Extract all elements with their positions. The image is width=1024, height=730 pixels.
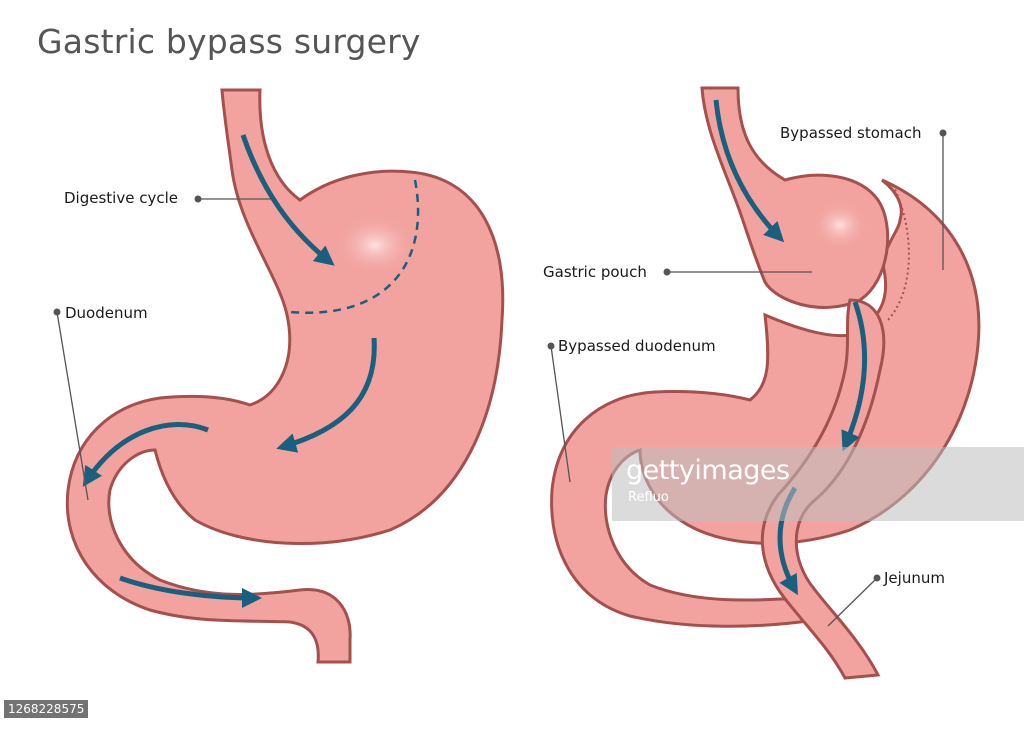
leader-bypassed-duodenum bbox=[550, 345, 571, 483]
pouch-cut-line bbox=[289, 179, 420, 314]
flow-arrow-esophagus bbox=[240, 134, 335, 266]
flow-arrow-jejunum-upper bbox=[841, 301, 868, 452]
leader-jejunum bbox=[827, 577, 878, 627]
leader-dot bbox=[873, 574, 881, 582]
label-duodenum: Duodenum bbox=[65, 304, 148, 322]
label-bypassed-duodenum: Bypassed duodenum bbox=[558, 337, 716, 355]
leader-dot bbox=[194, 195, 202, 203]
leader-duodenum bbox=[56, 311, 89, 501]
flow-arrow-stomach bbox=[276, 337, 377, 453]
leader-dot bbox=[547, 342, 555, 350]
watermark-logo: gettyimages bbox=[626, 455, 790, 486]
watermark-credit: Refluo bbox=[628, 490, 669, 505]
stock-id: 1268228575 bbox=[4, 700, 89, 718]
label-gastric-pouch: Gastric pouch bbox=[543, 263, 647, 281]
staple-line bbox=[887, 184, 910, 321]
label-bypassed-stomach: Bypassed stomach bbox=[780, 124, 922, 142]
leader-dot bbox=[663, 268, 671, 276]
flow-arrow-pylorus bbox=[82, 421, 209, 488]
leader-dot bbox=[939, 129, 947, 137]
label-jejunum: Jejunum bbox=[884, 569, 945, 587]
diagram-title: Gastric bypass surgery bbox=[37, 22, 421, 61]
flow-arrow-esophagus-bypass bbox=[713, 99, 785, 243]
stomach-highlight bbox=[335, 215, 415, 275]
leader-dot bbox=[53, 308, 61, 316]
normal-stomach bbox=[53, 88, 505, 664]
label-digestive-cycle: Digestive cycle bbox=[64, 189, 178, 207]
bypass-anatomy bbox=[547, 86, 981, 680]
flow-arrow-intestine bbox=[119, 575, 262, 608]
watermark-band bbox=[612, 447, 1024, 521]
gastric-pouch bbox=[700, 86, 890, 309]
normal-stomach-body bbox=[65, 88, 505, 664]
pouch-highlight bbox=[812, 201, 868, 249]
